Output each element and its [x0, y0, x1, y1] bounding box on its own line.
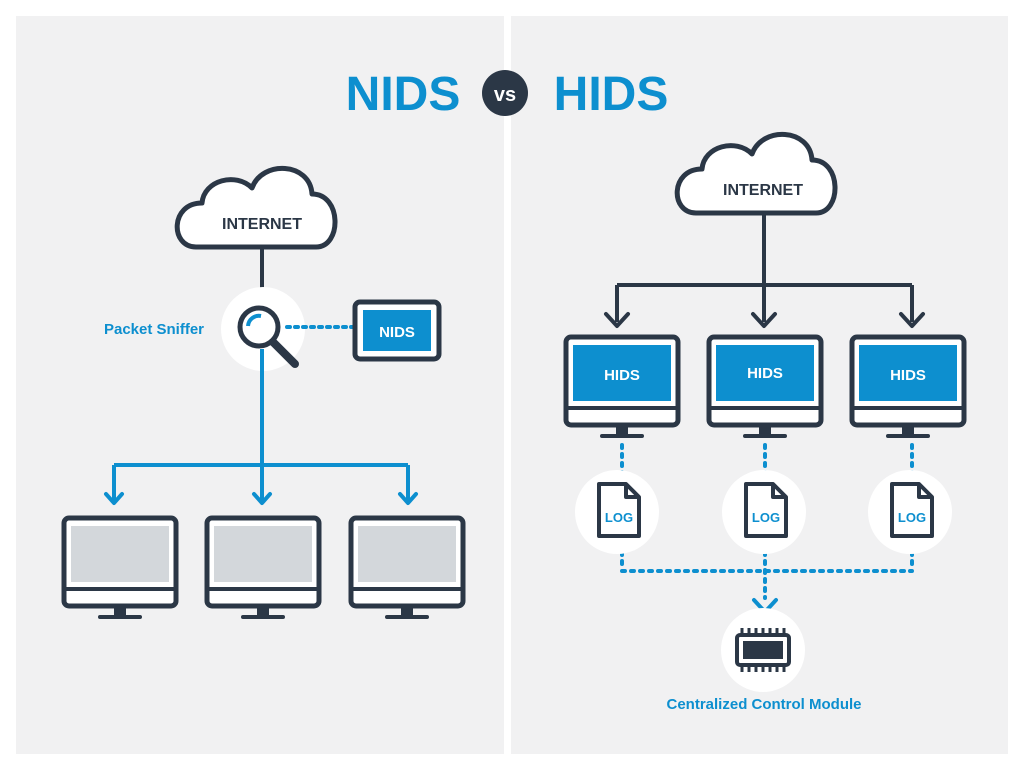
log-label: LOG	[752, 510, 780, 525]
monitor-icon	[849, 334, 967, 438]
monitor-icon	[348, 515, 466, 619]
log-label: LOG	[898, 510, 926, 525]
magnifier-icon	[237, 305, 299, 368]
monitor-icon	[61, 515, 179, 619]
monitor-icon	[204, 515, 322, 619]
log-label: LOG	[605, 510, 633, 525]
internet-label: INTERNET	[723, 182, 803, 199]
vs-badge	[482, 70, 528, 116]
hids-label: HIDS	[747, 365, 783, 382]
distribution-lines	[112, 349, 410, 500]
distribution-lines	[615, 215, 914, 322]
cloud-icon	[174, 165, 338, 250]
chip-icon	[721, 608, 805, 692]
log-file-icon	[868, 470, 952, 554]
nids-label: NIDS	[379, 324, 415, 341]
control-module-label: Centralized Control Module	[667, 696, 862, 713]
internet-label: INTERNET	[222, 216, 302, 233]
monitor-icon	[563, 334, 681, 438]
title-hids: HIDS	[554, 68, 669, 121]
arrow-down-icon	[604, 312, 925, 328]
log-file-icon	[722, 470, 806, 554]
title-nids: NIDS	[346, 68, 461, 121]
nids-box	[352, 299, 442, 362]
arrow-down-icon	[104, 492, 418, 505]
packet-sniffer-label: Packet Sniffer	[104, 321, 204, 338]
monitor-icon	[706, 334, 824, 438]
hids-label: HIDS	[604, 367, 640, 384]
cloud-icon	[674, 131, 838, 216]
log-file-icon	[575, 470, 659, 554]
title-vs: vs	[494, 84, 516, 106]
page-title: NIDS vs HIDS	[346, 68, 669, 121]
hids-label: HIDS	[890, 367, 926, 384]
